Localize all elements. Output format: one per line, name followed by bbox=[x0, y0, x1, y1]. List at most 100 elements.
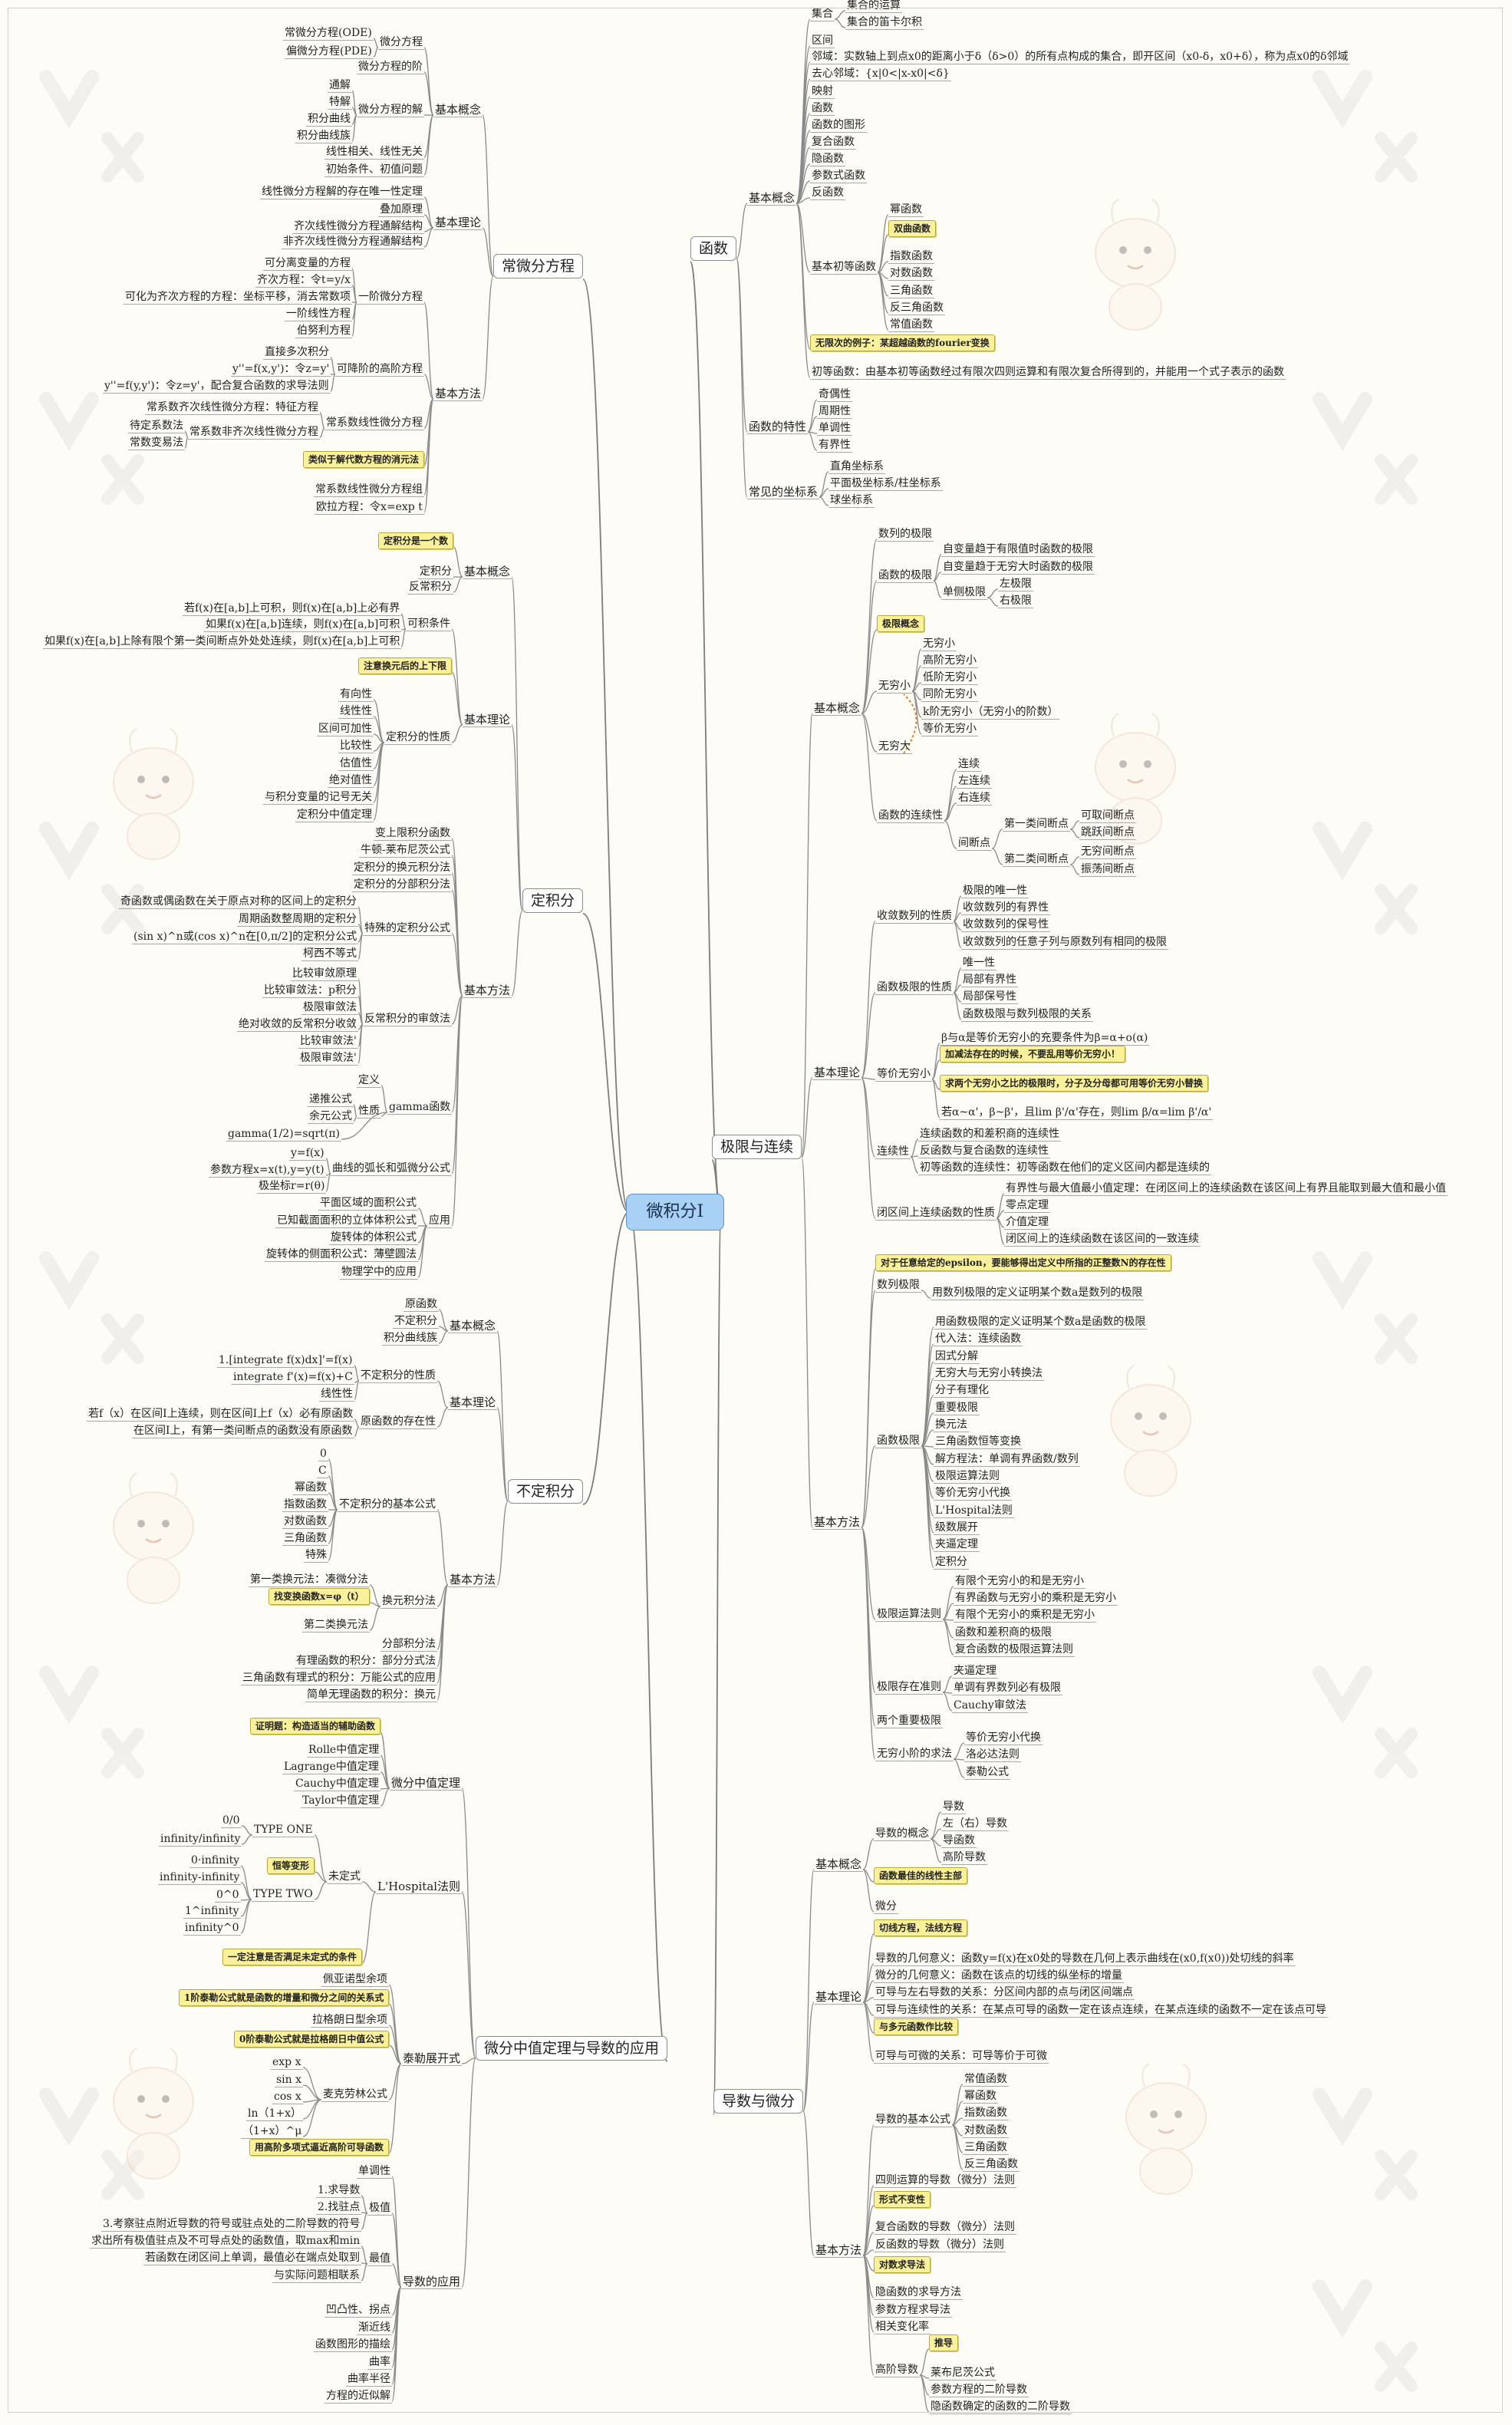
node-note-induct: 推导 bbox=[929, 2334, 959, 2351]
node-note-find: 找变换函数x=φ（t） bbox=[268, 1588, 370, 1605]
node-d1-a: 可取间断点 bbox=[1079, 809, 1136, 823]
node-m-3: 定积分的换元积分法 bbox=[352, 862, 452, 875]
node-equiv-inf: 等价无穷小 bbox=[875, 1068, 932, 1082]
node-bf-6: 反三角函数 bbox=[963, 2158, 1020, 2172]
node-t2-b: infinity-infinity bbox=[158, 1871, 242, 1885]
node-set: 集合 bbox=[810, 8, 835, 21]
node-fo-linear: 一阶线性方程 bbox=[285, 308, 352, 321]
node-c2-2: 反函数与复合函数的连续性 bbox=[918, 1145, 1050, 1158]
branch-limit[interactable]: 极限与连续 bbox=[712, 1135, 802, 1159]
node-approx: 方程的近似解 bbox=[324, 2390, 392, 2404]
node-th-4: 可导与连续性的关系：在某点可导的函数一定在该点连续，在某点连续的函数不一定在该点… bbox=[874, 2004, 1328, 2018]
node-bf-2: 幂函数 bbox=[963, 2090, 998, 2104]
node-e-1: 幂函数 bbox=[888, 203, 924, 217]
node-co-1: 直角坐标系 bbox=[828, 460, 885, 474]
branch-mvt[interactable]: 微分中值定理与导数的应用 bbox=[476, 2036, 668, 2061]
node-ode-type-ode: 常微分方程(ODE) bbox=[283, 27, 374, 41]
node-th-5: 可导与可微的关系：可导等价于可微 bbox=[874, 2050, 1049, 2064]
node-e-3: 对数函数 bbox=[888, 267, 934, 281]
branch-deriv[interactable]: 导数与微分 bbox=[713, 2089, 804, 2114]
node-d2-b: 振荡间断点 bbox=[1079, 863, 1136, 877]
node-th-nonhomo: 非齐次线性微分方程通解结构 bbox=[282, 236, 424, 249]
node-composite: 复合函数 bbox=[810, 136, 856, 150]
node-ex-2: 在区间I上，有第一类间断点的函数没有原函数 bbox=[132, 1425, 354, 1438]
node-ap-5: 物理学中的应用 bbox=[340, 1266, 418, 1280]
node-pr-6: 绝对值性 bbox=[328, 774, 374, 788]
node-bc-2: 不定积分 bbox=[393, 1315, 439, 1329]
node-basic-concept: 基本概念 bbox=[448, 1319, 498, 1333]
node-cr-1: 夹逼定理 bbox=[952, 1665, 998, 1679]
node-ic-3: 泰勒公式 bbox=[964, 1766, 1010, 1780]
branch-ode[interactable]: 常微分方程 bbox=[493, 254, 584, 278]
node-improper-test: 反常积分的审敛法 bbox=[363, 1013, 452, 1026]
node-ap-3: 旋转体的体积公式 bbox=[329, 1231, 418, 1245]
node-c2-1: 连续函数的和差积商的连续性 bbox=[918, 1128, 1061, 1142]
node-note-invariant: 形式不变性 bbox=[874, 2191, 931, 2208]
node-pr-4: 比较性 bbox=[338, 740, 374, 753]
node-pr-1: 有向性 bbox=[338, 688, 374, 702]
node-infinitesimal: 无穷小 bbox=[877, 680, 912, 694]
node-cv-1: y=f(x) bbox=[289, 1147, 326, 1161]
node-note-bounds: 注意换元后的上下限 bbox=[358, 657, 453, 674]
node-note-hyper: 双曲函数 bbox=[888, 220, 937, 237]
node-existence: 原函数的存在性 bbox=[359, 1415, 437, 1429]
node-curvature: 曲率 bbox=[367, 2356, 392, 2370]
node-g-recur: 递推公式 bbox=[308, 1093, 354, 1107]
node-e-2: 指数函数 bbox=[888, 250, 934, 264]
node-rational: 有理函数的积分：部分分式法 bbox=[295, 1655, 437, 1669]
branch-func[interactable]: 函数 bbox=[690, 236, 737, 261]
node-convex: 凹凸性、拐点 bbox=[324, 2304, 392, 2318]
node-ct-2: 左连续 bbox=[957, 775, 992, 789]
node-inverse: 反函数 bbox=[810, 186, 845, 200]
node-elementary-basic: 基本初等函数 bbox=[810, 261, 878, 275]
node-g-half: gamma(1/2)=sqrt(π) bbox=[226, 1128, 341, 1142]
node-eq-1: β与α是等价无穷小的充要条件为β=α+o(α) bbox=[940, 1032, 1150, 1046]
node-cc-nonhomo: 常系数非齐次线性微分方程 bbox=[188, 426, 320, 440]
node-note-compare: 与多元函数作比较 bbox=[874, 2018, 959, 2035]
node-fm-14: 夹逼定理 bbox=[934, 1538, 980, 1552]
node-mc-5: （1+x）^μ bbox=[241, 2125, 304, 2139]
node-radius: 曲率半径 bbox=[346, 2373, 392, 2387]
node-os-r: 右极限 bbox=[998, 595, 1033, 608]
node-sub-2: 第二类换元法 bbox=[302, 1619, 370, 1633]
node-theory: 基本理论 bbox=[814, 1990, 864, 2005]
branch-definite[interactable]: 定积分 bbox=[522, 888, 584, 913]
branch-indefinite[interactable]: 不定积分 bbox=[508, 1479, 584, 1504]
node-note-addsub: 加减法存在的时候，不要乱用等价无穷小！ bbox=[940, 1046, 1126, 1063]
node-ch-2: 周期性 bbox=[817, 405, 852, 419]
node-basic-concept: 基本概念 bbox=[463, 565, 512, 579]
node-cl-3: 介值定理 bbox=[1004, 1216, 1050, 1230]
node-bc-3: 积分曲线族 bbox=[382, 1332, 439, 1346]
node-t2-d: 1^infinity bbox=[183, 1905, 241, 1919]
node-def-integral: 定积分 bbox=[418, 565, 453, 579]
node-ct-3: 右连续 bbox=[957, 792, 992, 806]
node-ho-1: 莱布尼茨公式 bbox=[929, 2367, 996, 2381]
node-sp-3: (sin x)^n或(cos x)^n在[0,π/2]的定积分公式 bbox=[132, 931, 359, 944]
node-function: 函数 bbox=[810, 102, 835, 116]
node-m-1: 变上限积分函数 bbox=[374, 827, 452, 841]
node-substitution: 换元积分法 bbox=[380, 1595, 437, 1609]
node-method: 基本方法 bbox=[433, 387, 483, 401]
node-th-homo: 齐次线性微分方程通解结构 bbox=[292, 220, 424, 234]
node-basic-formulas: 导数的基本公式 bbox=[874, 2114, 952, 2127]
node-method: 基本方法 bbox=[814, 2243, 864, 2258]
node-parametric: 参数方程求导法 bbox=[874, 2304, 952, 2318]
node-pp-3: 线性性 bbox=[319, 1388, 354, 1402]
node-rh-direct: 直接多次积分 bbox=[263, 346, 331, 360]
node-seq-prop: 收敛数列的性质 bbox=[875, 910, 954, 924]
node-improper: 反常积分 bbox=[407, 581, 453, 595]
node-pr-2: 线性性 bbox=[338, 705, 374, 719]
node-fp-4: 函数极限与数列极限的关系 bbox=[961, 1008, 1093, 1022]
node-basic-concept: 基本概念 bbox=[812, 701, 862, 716]
node-fm-5: 分子有理化 bbox=[934, 1384, 990, 1398]
root-node[interactable]: 微积分I bbox=[625, 1194, 725, 1231]
node-ic-1: 等价无穷小代换 bbox=[964, 1731, 1043, 1745]
node-note-product: 求两个无穷小之比的极限时，分子及分母都可用等价无穷小替换 bbox=[940, 1075, 1209, 1092]
node-chain: 复合函数的导数（微分）法则 bbox=[874, 2221, 1016, 2235]
node-discontinuity: 间断点 bbox=[957, 837, 992, 851]
node-rh-a: y''=f(x,y')：令z=y' bbox=[231, 363, 331, 377]
node-order: 微分方程的阶 bbox=[357, 61, 424, 74]
node-mc-4: ln（1+x） bbox=[246, 2107, 304, 2121]
node-fm-13: 级数展开 bbox=[934, 1521, 980, 1535]
node-theory: 基本理论 bbox=[463, 713, 512, 727]
